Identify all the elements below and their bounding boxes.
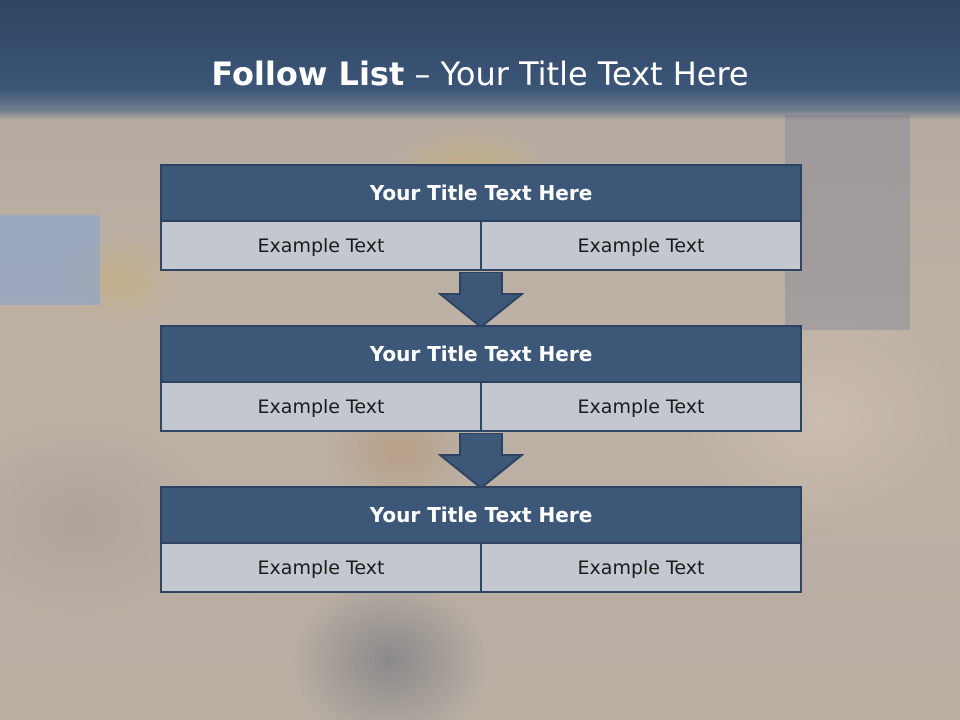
step-row: Example Text Example Text <box>160 222 802 271</box>
step-cell-left: Example Text <box>160 383 482 432</box>
background-window <box>785 115 910 330</box>
slide-title-bold: Follow List <box>211 55 405 93</box>
step-box-1: Your Title Text Here Example Text Exampl… <box>160 164 802 271</box>
background-blue-patch <box>0 215 100 305</box>
down-arrow-icon <box>438 433 524 490</box>
step-cell-right: Example Text <box>482 383 802 432</box>
step-cell-left: Example Text <box>160 544 482 593</box>
step-cell-right: Example Text <box>482 222 802 271</box>
step-title: Your Title Text Here <box>160 164 802 222</box>
step-row: Example Text Example Text <box>160 383 802 432</box>
slide-title: Follow List – Your Title Text Here <box>0 52 960 96</box>
step-box-3: Your Title Text Here Example Text Exampl… <box>160 486 802 593</box>
step-title: Your Title Text Here <box>160 325 802 383</box>
step-box-2: Your Title Text Here Example Text Exampl… <box>160 325 802 432</box>
step-cell-right: Example Text <box>482 544 802 593</box>
title-bar <box>0 0 960 120</box>
step-title: Your Title Text Here <box>160 486 802 544</box>
step-row: Example Text Example Text <box>160 544 802 593</box>
step-cell-left: Example Text <box>160 222 482 271</box>
down-arrow-icon <box>438 272 524 329</box>
slide-title-rest: – Your Title Text Here <box>404 55 749 93</box>
